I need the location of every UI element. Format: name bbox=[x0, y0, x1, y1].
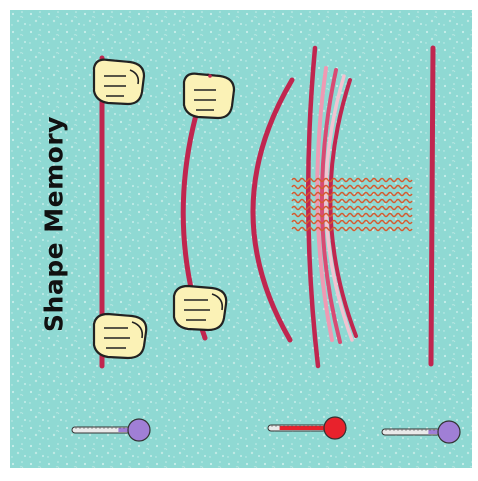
speckled-background bbox=[10, 10, 472, 468]
thermometer-bulb bbox=[128, 419, 150, 441]
hand-bottom-right-icon bbox=[174, 286, 226, 330]
shape-memory-diagram: Shape Memory bbox=[10, 10, 472, 468]
wire-recovered bbox=[431, 48, 433, 364]
diagram-canvas bbox=[10, 10, 472, 468]
hand-top-right-icon bbox=[184, 74, 234, 118]
hand-bottom-left-icon bbox=[94, 314, 146, 358]
diagram-title: Shape Memory bbox=[40, 116, 69, 332]
hand-top-left-icon bbox=[94, 60, 144, 104]
thermometer-level bbox=[280, 426, 326, 430]
thermometer-bulb bbox=[324, 417, 346, 439]
thermometer-bulb bbox=[438, 421, 460, 443]
